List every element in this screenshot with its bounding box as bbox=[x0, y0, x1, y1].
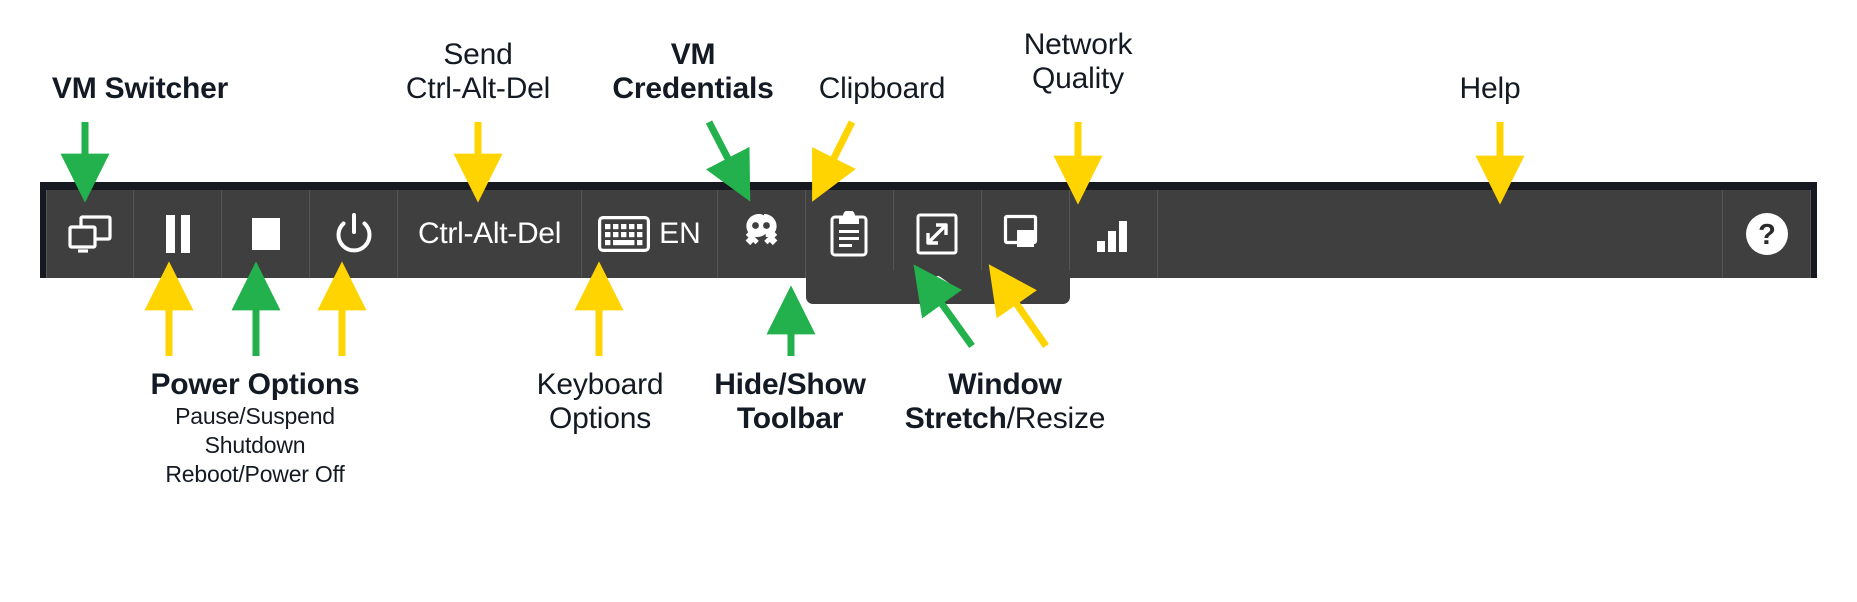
callout-line: Help bbox=[1459, 72, 1521, 105]
hide-show-toolbar-tab[interactable] bbox=[806, 270, 1070, 304]
callout-line-rest: /Resize bbox=[1006, 401, 1106, 435]
arrow-vm-credentials bbox=[705, 120, 751, 202]
pause-button[interactable] bbox=[134, 190, 222, 278]
svg-text:?: ? bbox=[1758, 219, 1776, 251]
callout-line: Send bbox=[443, 38, 513, 71]
ctrl-alt-del-label: Ctrl-Alt-Del bbox=[418, 217, 562, 250]
callout-subline: Pause/Suspend bbox=[175, 402, 335, 429]
keyboard-button[interactable]: EN bbox=[582, 190, 718, 278]
clipboard-icon bbox=[830, 211, 868, 257]
callout-line: Hide/Show bbox=[714, 368, 866, 401]
clipboard-button[interactable] bbox=[806, 190, 894, 278]
pause-icon bbox=[163, 215, 193, 253]
callout-window-stretch-resize: Window Stretch/Resize bbox=[885, 368, 1125, 435]
power-icon bbox=[334, 213, 374, 255]
stretch-arrow-icon bbox=[916, 213, 958, 255]
window-resize-button[interactable] bbox=[982, 190, 1070, 278]
callout-line: Options bbox=[549, 401, 651, 435]
stop-button[interactable] bbox=[222, 190, 310, 278]
callout-line: Network bbox=[1023, 28, 1133, 61]
callout-subline: Shutdown bbox=[204, 432, 306, 459]
callout-line: Toolbar bbox=[736, 401, 844, 435]
help-button[interactable]: ? bbox=[1723, 190, 1811, 278]
toolbar-empty-space bbox=[1158, 190, 1723, 278]
window-stretch-button[interactable] bbox=[894, 190, 982, 278]
stop-square-icon bbox=[250, 217, 282, 251]
question-circle-icon: ? bbox=[1744, 211, 1790, 257]
callout-help: Help bbox=[1390, 72, 1590, 106]
vm-switcher-button[interactable] bbox=[46, 190, 134, 278]
callout-line: VM Switcher bbox=[51, 72, 229, 105]
keyboard-language-label: EN bbox=[659, 217, 701, 250]
arrow-clipboard bbox=[812, 120, 856, 202]
callout-line: Clipboard bbox=[818, 72, 946, 105]
callout-line: Window bbox=[948, 368, 1062, 401]
power-button[interactable] bbox=[310, 190, 398, 278]
callout-vm-switcher: VM Switcher bbox=[20, 72, 260, 106]
window-resize-icon bbox=[1003, 214, 1047, 254]
callout-vm-credentials: VM Credentials bbox=[573, 38, 813, 105]
callout-keyboard-options: Keyboard Options bbox=[480, 368, 720, 435]
callout-hide-show-toolbar: Hide/Show Toolbar bbox=[670, 368, 910, 435]
chevron-up-icon bbox=[916, 274, 960, 301]
ctrl-alt-del-button[interactable]: Ctrl-Alt-Del bbox=[398, 190, 583, 278]
callout-subline: Reboot/Power Off bbox=[165, 461, 345, 488]
network-quality-button[interactable] bbox=[1070, 190, 1158, 278]
callout-line: Credentials bbox=[612, 71, 774, 105]
callout-power-options: Power Options Pause/Suspend Shutdown Reb… bbox=[25, 368, 485, 490]
callout-heading: Power Options bbox=[150, 368, 360, 401]
callout-line: Quality bbox=[1032, 61, 1124, 95]
keys-icon bbox=[740, 212, 782, 256]
windows-switch-icon bbox=[67, 214, 113, 254]
signal-bars-icon bbox=[1095, 216, 1131, 252]
callout-clipboard: Clipboard bbox=[762, 72, 1002, 106]
callout-send-ctrl-alt-del: Send Ctrl-Alt-Del bbox=[358, 38, 598, 105]
vm-console-toolbar: Ctrl-Alt-Del bbox=[46, 190, 1811, 278]
callout-line-strong: Stretch bbox=[904, 401, 1007, 435]
callout-line: Ctrl-Alt-Del bbox=[405, 71, 551, 105]
callout-line: Keyboard bbox=[536, 368, 664, 401]
vm-console-toolbar-frame: Ctrl-Alt-Del bbox=[40, 182, 1817, 278]
callout-network-quality: Network Quality bbox=[958, 28, 1198, 95]
callout-line: VM bbox=[670, 38, 716, 71]
vm-credentials-button[interactable] bbox=[718, 190, 806, 278]
keyboard-icon bbox=[598, 216, 651, 252]
